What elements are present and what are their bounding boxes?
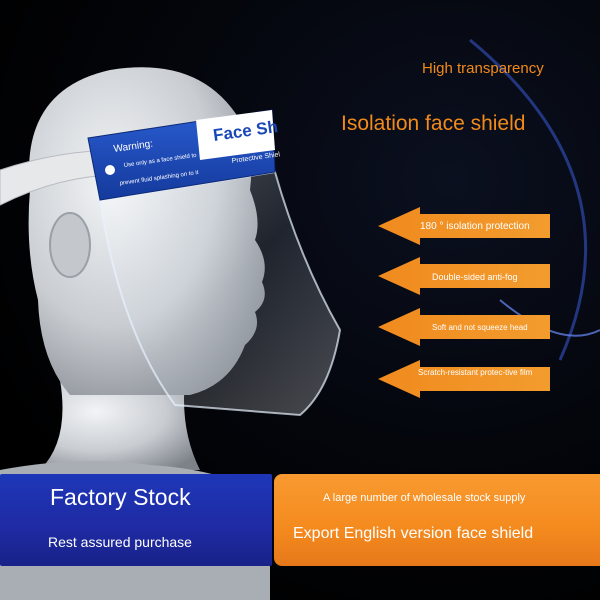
wholesale-supply-text: A large number of wholesale stock supply	[323, 492, 526, 504]
light-arc-glow	[499, 299, 600, 337]
mannequin-ear	[49, 212, 91, 278]
factory-stock-panel: Factory Stock Rest assured purchase	[0, 474, 272, 566]
light-arc	[469, 38, 587, 361]
brand-label-bg	[196, 110, 275, 160]
factory-stock-title: Factory Stock	[50, 484, 191, 510]
factory-stock-subtitle: Rest assured purchase	[48, 534, 192, 550]
mannequin-neck	[40, 380, 200, 470]
feature-label-3: Soft and not squeeze head	[432, 323, 528, 332]
band-dot-icon	[105, 165, 115, 175]
subtitle: High transparency	[422, 60, 544, 77]
warning-label: Warning:	[113, 139, 154, 155]
page-title: Isolation face shield	[341, 112, 526, 135]
feature-label-2: Double-sided anti-fog	[432, 272, 518, 282]
export-version-panel: A large number of wholesale stock supply…	[274, 474, 600, 566]
export-version-text: Export English version face shield	[293, 525, 534, 542]
feature-label-1: 180 ° isolation protection	[420, 221, 530, 232]
clear-visor	[98, 170, 342, 417]
feature-label-4: Scratch-resistant protec-tive film	[418, 368, 533, 377]
